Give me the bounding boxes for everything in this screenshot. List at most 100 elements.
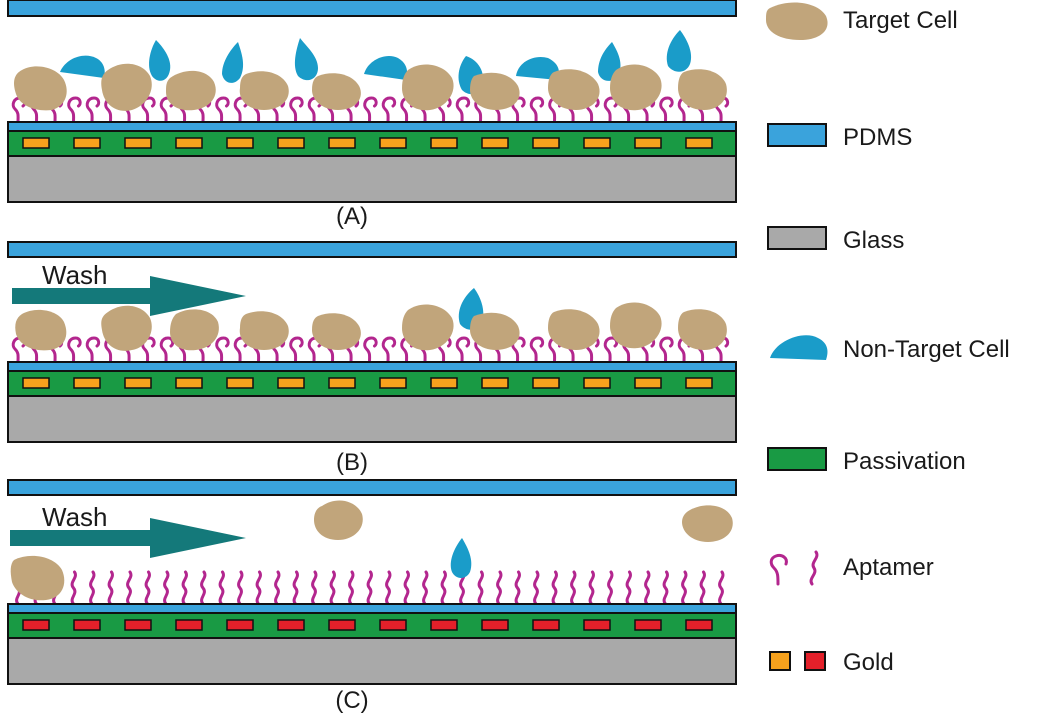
- aptamer-strand: [381, 336, 397, 364]
- non-target-cell-icon: [770, 335, 828, 360]
- chip-substrate: [7, 121, 737, 203]
- cell-layer: [15, 288, 727, 351]
- panel-label-b: (B): [336, 449, 368, 476]
- aptamer-strand: [200, 570, 207, 606]
- aptamer-strand: [215, 336, 230, 364]
- target-cell: [610, 302, 662, 349]
- gold-bound-swatch: [769, 651, 791, 671]
- gold-electrode: [685, 377, 713, 389]
- gold-electrode: [277, 377, 305, 389]
- gold-electrode: [481, 619, 509, 631]
- gold-electrode: [175, 377, 203, 389]
- glass-layer: [7, 155, 737, 203]
- gold-electrode: [430, 137, 458, 149]
- gold-electrode: [583, 619, 611, 631]
- non-target-cell: [450, 538, 472, 578]
- legend-item-non-target-cell: Non-Target Cell: [770, 335, 1010, 363]
- aptamer-strand: [533, 570, 540, 606]
- non-target-cell: [294, 38, 318, 81]
- aptamer-strand: [440, 570, 447, 606]
- legend-item-gold: Gold: [769, 649, 894, 676]
- aptamer-strand: [718, 570, 725, 606]
- target-cell: [470, 72, 520, 110]
- wash-arrow-icon: [10, 518, 246, 558]
- gold-electrode: [430, 377, 458, 389]
- gold-electrode: [481, 377, 509, 389]
- legend-label: Target Cell: [843, 7, 958, 34]
- aptamer-strand: [274, 570, 281, 606]
- target-cell: [10, 555, 65, 601]
- non-target-cell: [222, 42, 244, 83]
- panel-label-c: (C): [335, 687, 368, 714]
- aptamer-strand: [329, 570, 336, 606]
- legend: Target Cell PDMS Glass Non-Target Cell P…: [766, 2, 1010, 676]
- gold-electrode: [124, 377, 152, 389]
- gold-electrode: [328, 377, 356, 389]
- gold-electrode: [430, 619, 458, 631]
- aptamer-strand: [181, 570, 188, 606]
- target-cell: [312, 313, 361, 350]
- legend-item-pdms: PDMS: [767, 123, 912, 151]
- gold-electrode: [226, 137, 254, 149]
- legend-item-glass: Glass: [767, 226, 904, 254]
- target-cell: [610, 64, 662, 111]
- aptamer-strand: [385, 570, 392, 606]
- target-cell: [402, 304, 454, 351]
- legend-label: Aptamer: [843, 554, 934, 581]
- non-target-cell: [598, 42, 621, 81]
- wash-label: Wash: [42, 502, 108, 532]
- aptamer-strand: [496, 570, 503, 606]
- aptamer-strand: [607, 570, 614, 606]
- gold-electrode: [22, 137, 50, 149]
- legend-item-target-cell: Target Cell: [766, 2, 958, 40]
- gold-electrode: [583, 377, 611, 389]
- legend-label: Gold: [843, 649, 894, 676]
- aptamer-strand: [218, 570, 225, 606]
- aptamer-strand: [289, 336, 304, 364]
- gold-electrode: [22, 377, 50, 389]
- aptamer-strand: [588, 570, 595, 606]
- pdms-top-channel: [7, 479, 737, 496]
- cell-layer: [14, 30, 727, 111]
- aptamer-strand: [348, 570, 355, 606]
- target-cell: [166, 70, 216, 111]
- aptamer-strand: [603, 336, 619, 364]
- chip-substrate: [7, 361, 737, 443]
- target-cell: [678, 309, 727, 350]
- gold-electrode: [481, 137, 509, 149]
- gold-electrode: [379, 137, 407, 149]
- gold-electrode: [22, 619, 50, 631]
- gold-electrode: [532, 619, 560, 631]
- target-cell: [548, 309, 600, 350]
- target-cell: [548, 69, 600, 110]
- aptamer-strand: [67, 336, 82, 364]
- panel-c: Wash (C): [7, 479, 737, 714]
- gold-electrode: [124, 619, 152, 631]
- gold-electrode: [277, 137, 305, 149]
- aptamer-strand: [107, 570, 114, 606]
- gold-electrode: [379, 619, 407, 631]
- aptamer-strand: [70, 570, 77, 606]
- gold-electrode: [175, 619, 203, 631]
- glass-layer: [7, 395, 737, 443]
- aptamer-strand: [514, 570, 521, 606]
- non-target-cell: [666, 30, 692, 72]
- aptamer-strand: [237, 570, 244, 606]
- passivation-layer: [7, 370, 737, 397]
- non-target-cell: [60, 55, 105, 78]
- wash-arrow: Wash: [10, 502, 246, 558]
- aptamer-strand: [163, 570, 170, 606]
- aptamer-strand: [477, 570, 484, 606]
- cell-layer: [10, 500, 733, 601]
- target-cell: [470, 312, 520, 350]
- pdms-top-channel: [7, 241, 737, 258]
- gold-electrode: [175, 137, 203, 149]
- aptamer-strand: [570, 570, 577, 606]
- gold-electrode: [328, 137, 356, 149]
- aptamer-strand: [455, 336, 471, 364]
- pdms-layer: [7, 121, 737, 132]
- passivation-swatch: [767, 447, 827, 471]
- wash-label: Wash: [42, 260, 108, 290]
- aptamer-strand: [159, 336, 175, 364]
- gold-electrode: [634, 377, 662, 389]
